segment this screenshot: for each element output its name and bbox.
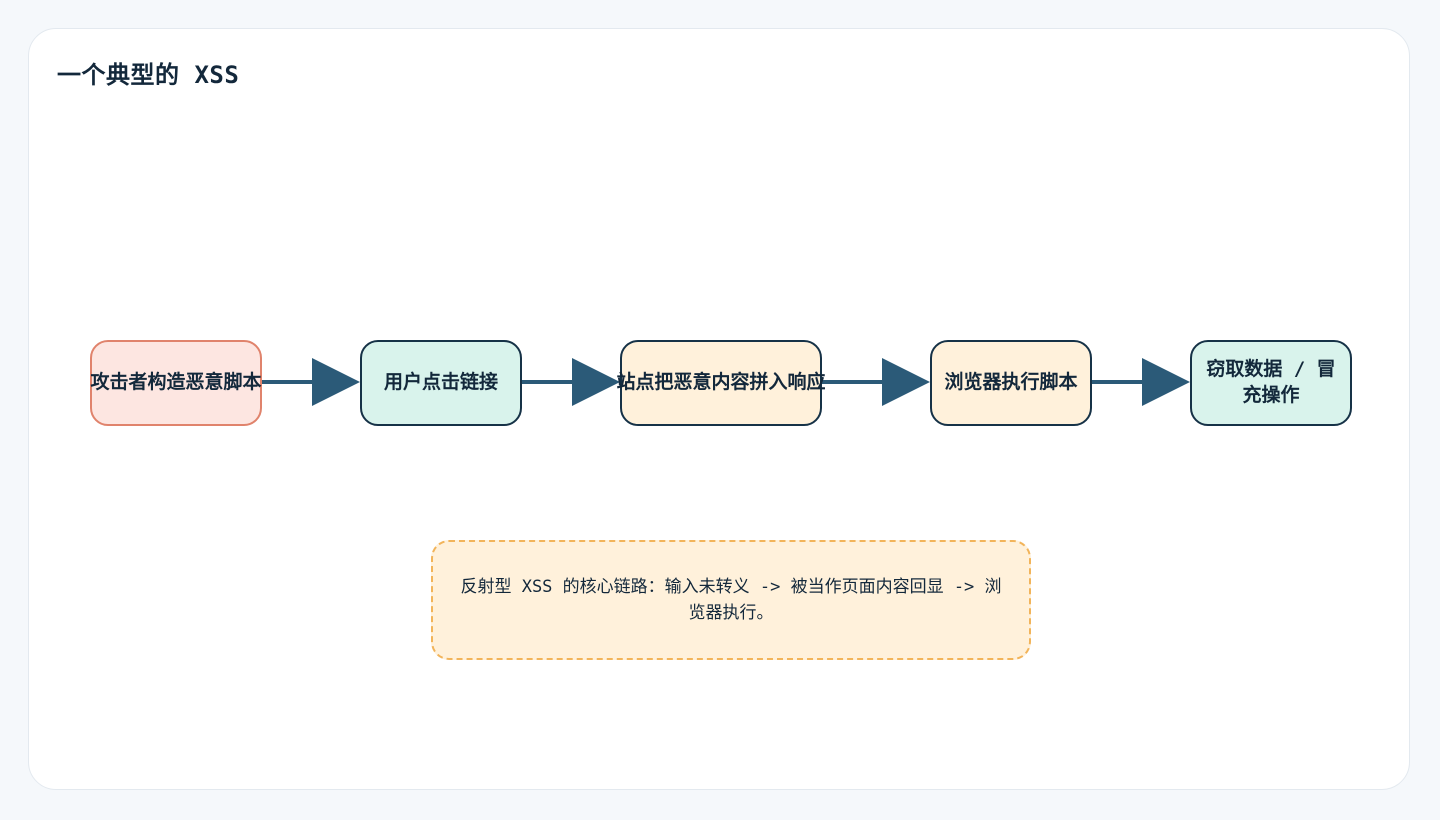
flow-edges	[259, 358, 1190, 406]
node-label: 攻击者构造恶意脚本	[90, 371, 262, 394]
node-label: 站点把恶意内容拼入响应	[616, 371, 826, 394]
node-attacker-crafts-script: 攻击者构造恶意脚本	[90, 340, 262, 426]
edge-n3-n4	[819, 358, 930, 406]
edge-n2-n3	[519, 358, 620, 406]
node-label: 窃取数据 / 冒充操作	[1206, 358, 1336, 406]
node-steal-data: 窃取数据 / 冒充操作	[1190, 340, 1352, 426]
node-browser-executes-script: 浏览器执行脚本	[930, 340, 1092, 426]
page-title: 一个典型的 XSS	[57, 61, 240, 89]
node-label: 用户点击链接	[383, 371, 498, 394]
edge-n4-n5	[1089, 358, 1190, 406]
note-text: 反射型 XSS 的核心链路：输入未转义 -> 被当作页面内容回显 -> 浏览器执…	[460, 576, 1002, 623]
diagram-card: 一个典型的 XSS 攻击者构造恶意脚本 用户点击链接 站点把恶意内容拼入响应 浏…	[28, 28, 1410, 790]
node-user-clicks-link: 用户点击链接	[360, 340, 522, 426]
node-site-splices-response: 站点把恶意内容拼入响应	[617, 340, 826, 426]
node-label: 浏览器执行脚本	[944, 371, 1078, 394]
edge-n1-n2	[259, 358, 360, 406]
reflected-xss-note: 反射型 XSS 的核心链路：输入未转义 -> 被当作页面内容回显 -> 浏览器执…	[431, 540, 1031, 660]
